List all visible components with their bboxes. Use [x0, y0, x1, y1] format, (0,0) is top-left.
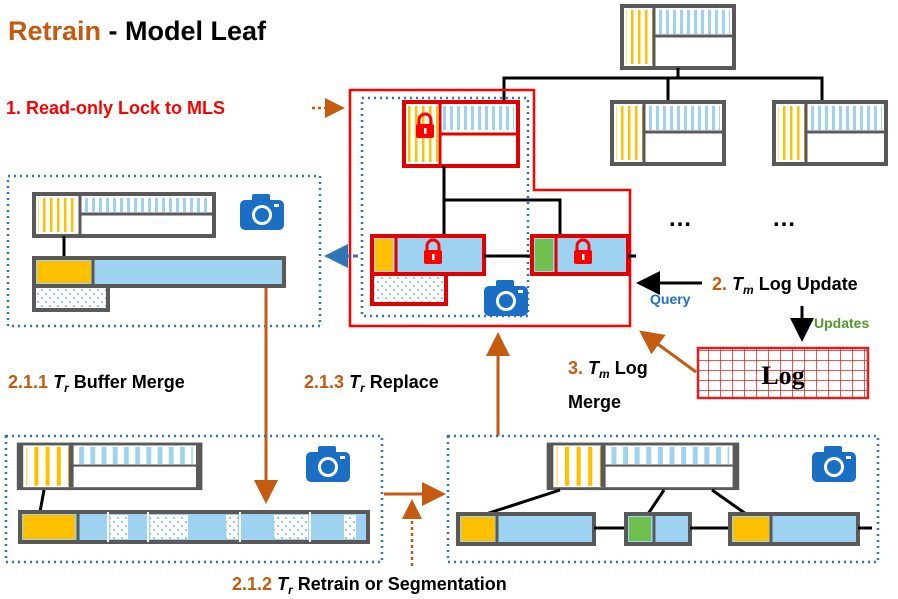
- snapshot-box-top-left: [6, 174, 322, 328]
- new-leaf-2: [624, 512, 692, 546]
- root-node: [620, 4, 736, 70]
- step1-label: 1. Read-only Lock to MLS: [6, 98, 225, 118]
- retrained-inner-node: [550, 444, 736, 489]
- snapshot-inner-node: [32, 192, 216, 238]
- camera-icon: [484, 280, 528, 316]
- ellipsis-2: …: [772, 205, 796, 232]
- ellipsis-1: …: [668, 205, 692, 232]
- buffer-merge-inner-node: [20, 444, 199, 489]
- snapshot-box-bottom-left: [4, 434, 384, 564]
- tree-node-right: [772, 100, 888, 166]
- step2-label: 2. Tm Log Update: [712, 274, 858, 297]
- new-leaf-3: [728, 512, 860, 546]
- camera-icon: [812, 446, 856, 482]
- query-label: Query: [650, 291, 691, 307]
- locked-leaf-left: [370, 234, 486, 306]
- svg-text:Log: Log: [761, 361, 804, 390]
- tree-node-middle: [610, 100, 726, 166]
- snapshot-box-bottom-right: [446, 434, 880, 564]
- camera-icon: [306, 446, 350, 482]
- step212-label: 2.1.2 Tr Retrain or Segmentation: [232, 574, 507, 597]
- lock-region: [348, 88, 632, 328]
- camera-icon: [240, 194, 284, 230]
- step3-label-line2: Merge: [568, 392, 621, 412]
- locked-inner-node: [402, 100, 520, 168]
- step213-label: 2.1.3 Tr Replace: [304, 372, 439, 395]
- updates-label: Updates: [814, 315, 869, 331]
- locked-leaf-right: [530, 234, 630, 276]
- step211-label: 2.1.1 Tr Buffer Merge: [8, 372, 185, 395]
- log-grid-icon: [696, 346, 870, 400]
- snapshot-leaf: [32, 256, 286, 312]
- new-leaf-1: [456, 512, 596, 546]
- diagram-title: Retrain - Model Leaf: [8, 16, 267, 46]
- log-box: Log: [696, 346, 870, 400]
- step3-label: 3. Tm Log: [568, 358, 648, 381]
- merged-leaf: [18, 510, 370, 544]
